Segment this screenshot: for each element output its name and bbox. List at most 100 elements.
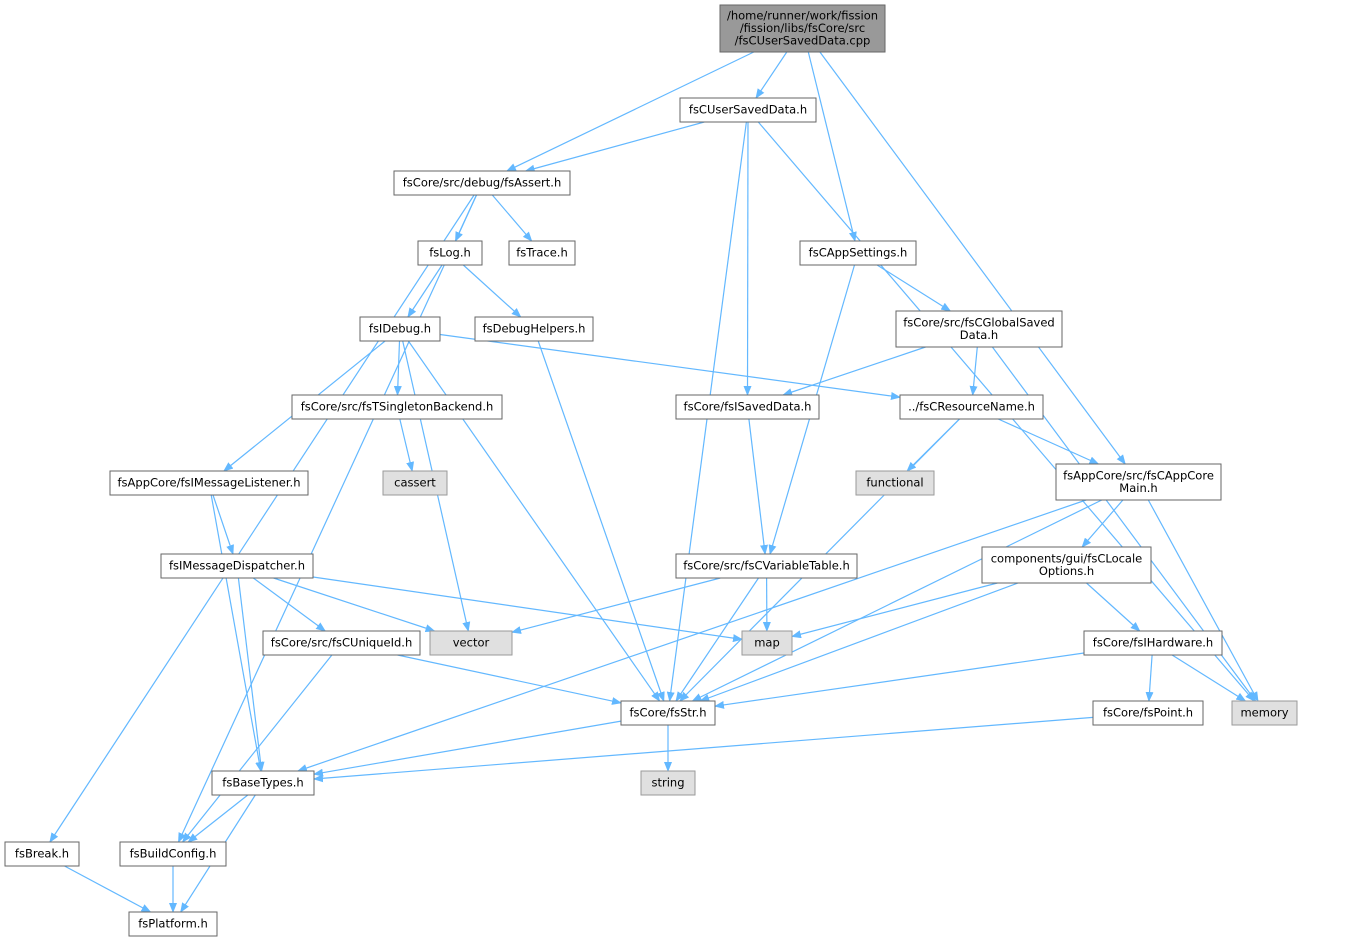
edge-fsidebug_h-to-tsingleton_h: [393, 340, 402, 396]
node-label: components/gui/fsCLocale: [991, 551, 1143, 565]
node-label: /fsCUserSavedData.cpp: [735, 34, 871, 48]
node-label: vector: [453, 636, 490, 650]
node-msgdispatcher_h[interactable]: fsIMessageDispatcher.h: [160, 553, 314, 579]
edge-root-to-cappcoremain_h: [819, 51, 1126, 465]
node-box-fspoint_h: [1092, 700, 1204, 726]
node-box-cusersaveddata_h: [679, 97, 817, 123]
node-box-platform_h: [128, 911, 218, 937]
node-box-string: [640, 770, 696, 796]
edge-globalsaved_h-to-resourcename_h: [969, 346, 978, 396]
node-fsbreak_h[interactable]: fsBreak.h: [4, 841, 80, 867]
node-label: map: [754, 636, 780, 650]
nodes-layer: /home/runner/work/fission/fission/libs/f…: [4, 4, 1298, 937]
node-box-root: [719, 4, 886, 53]
node-label: fsCore/fsPoint.h: [1103, 706, 1193, 720]
node-box-fsidebug_h: [359, 316, 441, 342]
node-buildconfig_h[interactable]: fsBuildConfig.h: [119, 841, 227, 867]
edge-msgdispatcher_h-to-vector: [273, 577, 436, 632]
node-resourcename_h[interactable]: ../fsCResourceName.h: [899, 394, 1044, 420]
node-label: fsPlatform.h: [138, 917, 207, 931]
node-fstrace_h[interactable]: fsTrace.h: [508, 240, 576, 266]
node-box-fsstr_h: [620, 700, 716, 726]
node-fslog_h[interactable]: fsLog.h: [417, 240, 483, 266]
node-fspoint_h[interactable]: fsCore/fsPoint.h: [1092, 700, 1204, 726]
edge-cusersaveddata_h-to-isaveddata_h: [743, 121, 752, 396]
edge-basetypes_h-to-buildconfig_h: [187, 794, 249, 843]
node-label: fsCore/src/fsCUniqueId.h: [271, 636, 412, 650]
node-box-cappcoremain_h: [1055, 463, 1222, 501]
node-label: fsCore/src/debug/fsAssert.h: [403, 176, 561, 190]
node-box-ihardware_h: [1083, 630, 1223, 656]
edge-ihardware_h-to-fsstr_h: [714, 652, 1085, 709]
edge-msgdispatcher_h-to-map: [312, 576, 743, 643]
node-ihardware_h[interactable]: fsCore/fsIHardware.h: [1083, 630, 1223, 656]
edge-fsassert_h-to-buildconfig_h: [177, 194, 478, 843]
node-msglistener_h[interactable]: fsAppCore/fsIMessageListener.h: [109, 470, 309, 496]
node-map: map: [741, 630, 793, 656]
edge-localeoptions_h-to-map: [791, 582, 998, 639]
edge-ihardware_h-to-fspoint_h: [1145, 654, 1154, 702]
edge-fsidebug_h-to-resourcename_h: [439, 333, 901, 400]
edge-root-to-fscappsettings_h: [807, 51, 857, 242]
edge-cappcoremain_h-to-basetypes_h: [296, 499, 1087, 772]
node-label: fsCore/src/fsCGlobalSaved: [903, 315, 1054, 329]
node-cusersaveddata_h[interactable]: fsCUserSavedData.h: [679, 97, 817, 123]
edge-cusersaveddata_h-to-fsassert_h: [524, 121, 705, 173]
node-fsstr_h[interactable]: fsCore/fsStr.h: [620, 700, 716, 726]
node-box-functional: [855, 470, 935, 496]
node-label: /home/runner/work/fission: [727, 9, 878, 23]
edge-cuniqueid_h-to-fsstr_h: [397, 654, 622, 705]
node-box-tsingleton_h: [291, 394, 503, 420]
node-label: Options.h: [1039, 564, 1094, 578]
edge-globalsaved_h-to-isaveddata_h: [782, 346, 926, 396]
edge-ihardware_h-to-memory: [1171, 654, 1247, 702]
node-memory: memory: [1231, 700, 1298, 726]
node-platform_h[interactable]: fsPlatform.h: [128, 911, 218, 937]
node-tsingleton_h[interactable]: fsCore/src/fsTSingletonBackend.h: [291, 394, 503, 420]
node-label: fsAppCore/src/fsCAppCore: [1063, 468, 1214, 482]
node-box-variabletable_h: [675, 553, 858, 579]
node-fsassert_h[interactable]: fsCore/src/debug/fsAssert.h: [393, 170, 571, 196]
node-cuniqueid_h[interactable]: fsCore/src/fsCUniqueId.h: [262, 630, 421, 656]
node-label: fsCAppSettings.h: [809, 246, 908, 260]
edge-cuniqueid_h-to-buildconfig_h: [181, 654, 333, 843]
node-fscappsettings_h[interactable]: fsCAppSettings.h: [799, 240, 917, 266]
node-label: fsIDebug.h: [369, 322, 431, 336]
node-cassert: cassert: [382, 470, 448, 496]
node-box-localeoptions_h: [981, 546, 1152, 584]
node-isaveddata_h[interactable]: fsCore/fsISavedData.h: [675, 394, 820, 420]
node-box-globalsaved_h: [895, 310, 1063, 348]
edge-variabletable_h-to-fsstr_h: [675, 577, 759, 702]
node-box-msgdispatcher_h: [160, 553, 314, 579]
node-fsidebug_h[interactable]: fsIDebug.h: [359, 316, 441, 342]
node-fsdebughelpers_h[interactable]: fsDebugHelpers.h: [474, 316, 594, 342]
node-label: Main.h: [1119, 481, 1157, 495]
node-label: fsTrace.h: [516, 246, 568, 260]
node-functional: functional: [855, 470, 935, 496]
node-label: fsCUserSavedData.h: [689, 103, 807, 117]
node-basetypes_h[interactable]: fsBaseTypes.h: [211, 770, 315, 796]
node-label: fsCore/fsISavedData.h: [684, 400, 812, 414]
node-label: ../fsCResourceName.h: [908, 400, 1035, 414]
node-label: Data.h: [960, 328, 998, 342]
node-box-fslog_h: [417, 240, 483, 266]
node-variabletable_h[interactable]: fsCore/src/fsCVariableTable.h: [675, 553, 858, 579]
node-string: string: [640, 770, 696, 796]
node-box-fsbreak_h: [4, 841, 80, 867]
edge-fspoint_h-to-basetypes_h: [313, 716, 1094, 783]
edge-root-to-fsassert_h: [505, 51, 755, 172]
node-label: functional: [866, 476, 923, 490]
edge-localeoptions_h-to-fsstr_h: [699, 582, 1019, 702]
edge-fsdebughelpers_h-to-fsstr_h: [537, 340, 665, 702]
node-box-isaveddata_h: [675, 394, 820, 420]
node-label: string: [651, 776, 684, 790]
node-label: fsIMessageDispatcher.h: [169, 559, 305, 573]
edge-fscappsettings_h-to-globalsaved_h: [876, 264, 952, 312]
node-root[interactable]: /home/runner/work/fission/fission/libs/f…: [719, 4, 886, 53]
node-label: fsBuildConfig.h: [130, 847, 217, 861]
edge-root-to-cusersaveddata_h: [755, 51, 788, 99]
node-box-cassert: [382, 470, 448, 496]
